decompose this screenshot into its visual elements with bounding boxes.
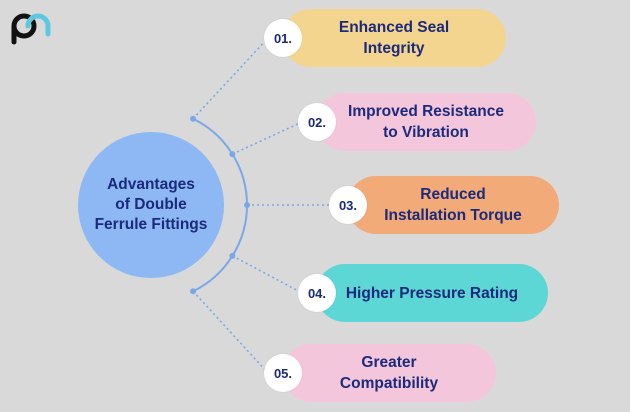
advantage-number-badge: 04. [298,274,336,312]
advantage-label: Enhanced Seal Integrity [338,19,450,57]
hub-circle: Advantages of Double Ferrule Fittings [78,132,224,278]
advantage-number-badge: 05. [264,354,302,392]
advantage-number-badge: 02. [298,103,336,141]
connector-dot [244,202,250,208]
connector-line [232,121,303,155]
advantage-label: Reduced Installation Torque [384,186,522,224]
connector-line [232,255,303,294]
advantage-item-3: Reduced Installation Torque 03. [329,176,559,234]
advantage-item-2: Improved Resistance to Vibration 02. [298,93,536,151]
advantage-number-badge: 03. [329,186,367,224]
advantage-label: Improved Resistance to Vibration [348,103,504,141]
advantage-pill: Reduced Installation Torque [347,176,559,234]
advantage-pill: Improved Resistance to Vibration [316,93,536,151]
connector-dot [229,151,236,158]
advantage-item-4: Higher Pressure Rating 04. [298,264,548,322]
advantage-item-5: Greater Compatibility 05. [264,344,496,402]
advantage-pill: Greater Compatibility [282,344,496,402]
advantage-label: Higher Pressure Rating [345,284,519,302]
hub-title: Advantages of Double Ferrule Fittings [94,176,208,233]
advantage-pill: Higher Pressure Rating [316,264,548,322]
advantage-number-badge: 01. [264,19,302,57]
brand-logo-icon [11,13,51,45]
advantage-label: Greater Compatibility [339,354,439,392]
advantage-item-1: Enhanced Seal Integrity 01. [264,9,506,67]
connector-line [192,290,269,374]
connector-dot [190,288,197,295]
connector-dot [190,115,197,122]
connector-dot [229,252,236,259]
connector-line [192,37,269,120]
advantage-pill: Enhanced Seal Integrity [282,9,506,67]
